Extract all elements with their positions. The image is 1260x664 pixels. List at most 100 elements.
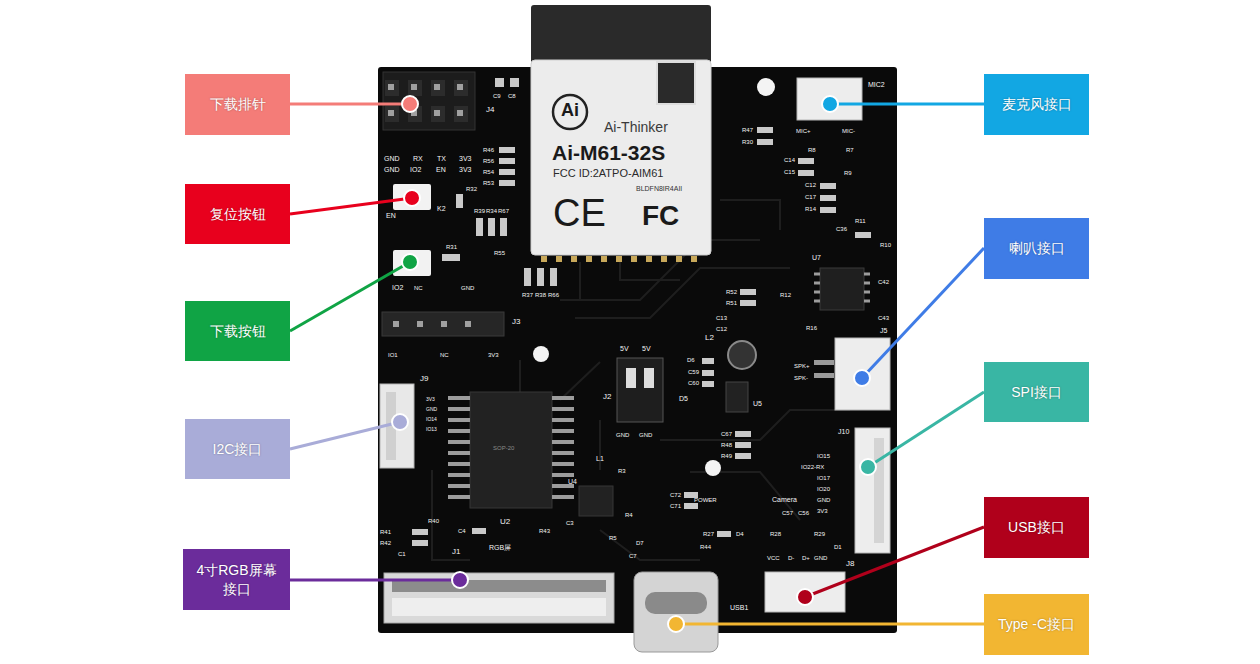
wifi-module: [616, 256, 622, 262]
silkscreen-label: C60: [688, 380, 699, 386]
pin-header: [457, 110, 463, 116]
pin-header: [411, 84, 417, 90]
callout-box: 4寸RGB屏幕 接口: [183, 549, 290, 610]
smd-pad: [798, 170, 814, 176]
silkscreen-label: IO15: [817, 453, 830, 459]
silkscreen-label: 3V3: [459, 166, 471, 173]
silkscreen-label: D1: [834, 544, 842, 550]
silkscreen-label: R7: [846, 147, 854, 153]
leader-dot: [452, 572, 468, 588]
pin-header: [434, 84, 440, 90]
copper-trace: [599, 420, 601, 470]
connector: [814, 360, 834, 365]
silkscreen-label: VCC: [767, 555, 780, 561]
silkscreen-label: USB1: [730, 604, 748, 611]
leader-line: [676, 623, 984, 626]
pin-header: [434, 110, 440, 116]
wifi-module: [631, 256, 637, 262]
silkscreen-label: C36: [836, 226, 847, 232]
silkscreen-label: R52: [726, 289, 737, 295]
wifi-module: [531, 5, 711, 262]
silkscreen-label: 5V: [642, 345, 651, 352]
silkscreen-label: SPK+: [794, 363, 810, 369]
leader-dot: [797, 589, 813, 605]
callout-box: SPI接口: [984, 362, 1089, 422]
silkscreen-label: C56: [798, 510, 809, 516]
smd-pad: [820, 183, 836, 189]
pin-header: [441, 321, 447, 327]
silkscreen-label: GND: [817, 497, 830, 503]
pin-header: [383, 72, 475, 130]
silkscreen-label: C7: [629, 553, 637, 559]
copper-trace: [432, 470, 470, 560]
silkscreen-label: 3V3: [426, 397, 435, 402]
smd-pad: [798, 158, 814, 164]
wifi-module: [556, 256, 562, 262]
connector: [874, 438, 884, 543]
slide-switch: [617, 358, 663, 422]
ic-chip: [726, 382, 748, 412]
module-marking: FC: [642, 202, 679, 230]
smd-pad: [717, 531, 731, 537]
copper-trace: [600, 530, 700, 560]
silkscreen-label: D4: [736, 531, 744, 537]
pin-header: [388, 84, 394, 90]
mounting-hole: [757, 78, 775, 96]
pin-header: [431, 80, 445, 96]
silkscreen-label: R28: [770, 531, 781, 537]
silkscreen-label: IO2: [392, 284, 403, 291]
smd-pad: [510, 78, 519, 87]
wifi-module: [691, 256, 697, 262]
silkscreen-label: R44: [700, 544, 711, 550]
silkscreen-label: MIC+: [796, 128, 811, 134]
silkscreen-label: 3V3: [459, 155, 471, 162]
wifi-module: [586, 256, 592, 262]
ic-chip: [448, 268, 870, 516]
silkscreen-label: R30: [742, 139, 753, 145]
silkscreen-label: EN: [386, 212, 396, 219]
fpc-connector: [392, 580, 606, 592]
silkscreen-label: C71: [670, 503, 681, 509]
smd-pad: [456, 194, 463, 208]
silkscreen-label: C8: [508, 93, 516, 99]
silkscreen-label: 3V3: [817, 508, 828, 514]
pin-header: [454, 106, 468, 122]
leader-dot: [402, 254, 418, 270]
module-marking: Ai: [561, 101, 579, 119]
slide-switch: [626, 368, 636, 388]
silkscreen-label: R27: [703, 531, 714, 537]
leader-line: [290, 262, 410, 331]
silkscreen-label: SPK-: [794, 375, 808, 381]
silkscreen-label: D5: [679, 395, 688, 402]
pin-header: [454, 80, 468, 96]
silkscreen-label: IO17: [817, 475, 830, 481]
leader-dot: [402, 96, 418, 112]
silkscreen-label: C3: [566, 520, 574, 526]
leader-line: [868, 392, 984, 467]
smd-pad: [476, 218, 483, 236]
silkscreen-label: R48: [721, 442, 732, 448]
silkscreen-label: GND: [461, 285, 474, 291]
silkscreen-label: R56: [483, 158, 494, 164]
silkscreen-label: R4: [625, 512, 633, 518]
smd-pad: [472, 528, 486, 534]
leader-line: [805, 527, 984, 597]
smd-pad: [757, 127, 773, 133]
leader-dot: [860, 459, 876, 475]
smd-pad: [820, 207, 836, 213]
smd-pad: [702, 381, 714, 387]
callout-box: 麦克风接口: [984, 74, 1089, 135]
silkscreen-label: R42: [380, 540, 391, 546]
silkscreen-label: J10: [838, 428, 849, 435]
slide-switch: [644, 368, 654, 388]
silkscreen-label: C12: [716, 326, 727, 332]
silkscreen-label: RX: [413, 155, 423, 162]
silkscreen-label: R8: [808, 147, 816, 153]
callout-box: USB接口: [984, 497, 1089, 558]
silkscreen-label: IO20: [817, 486, 830, 492]
copper-trace: [519, 360, 521, 392]
leader-dot: [404, 190, 420, 206]
wifi-module: [541, 256, 547, 262]
ic-chip: [820, 268, 864, 310]
